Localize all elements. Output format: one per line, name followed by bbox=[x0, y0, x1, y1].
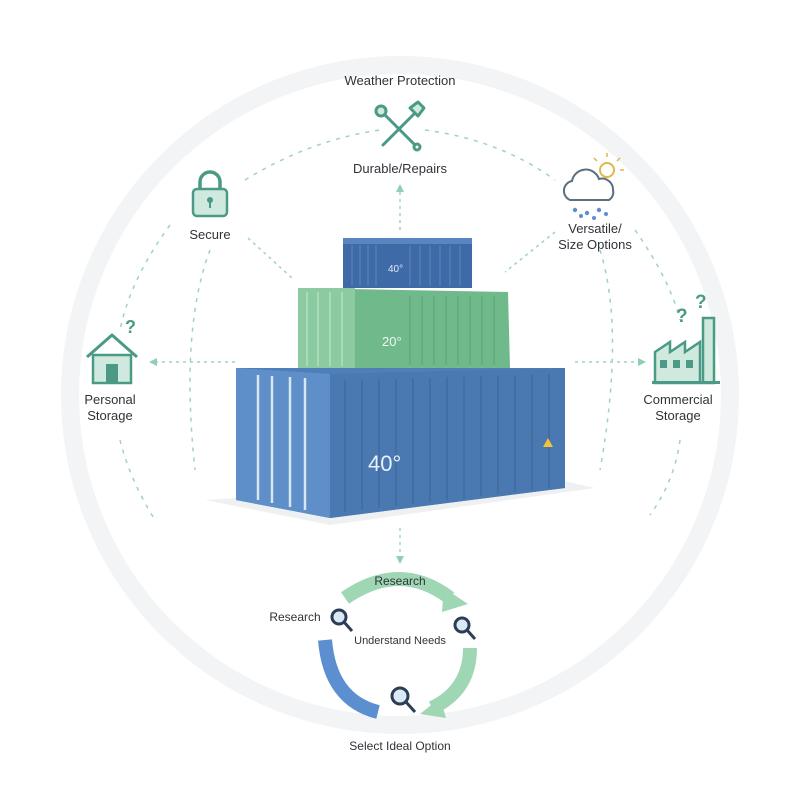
svg-text:?: ? bbox=[676, 306, 688, 327]
arc-secure-personal bbox=[119, 224, 171, 331]
factory-question-icon: ? ? bbox=[652, 292, 720, 385]
svg-text:?: ? bbox=[125, 317, 136, 337]
label-personal-storage: Personal Storage bbox=[70, 392, 150, 424]
background-ring bbox=[61, 56, 739, 734]
cycle-arrowhead-right bbox=[420, 698, 446, 718]
cycle-arrow-left bbox=[318, 639, 380, 719]
container-bottom bbox=[236, 368, 565, 518]
cycle-label-left: Research bbox=[269, 610, 321, 624]
container-top-label: 40° bbox=[388, 264, 404, 275]
dashed-arcs bbox=[119, 129, 681, 521]
container-bottom-label: 40° bbox=[368, 451, 402, 476]
arc-versatile-commercial bbox=[634, 229, 681, 321]
label-commercial-storage: Commercial Storage bbox=[632, 392, 724, 424]
magnifier-icon bbox=[453, 616, 477, 640]
cycle-arrow-right bbox=[428, 647, 477, 715]
container-middle bbox=[298, 288, 510, 370]
label-versatile: Versatile/ Size Options bbox=[540, 221, 650, 253]
magnifier-icon bbox=[390, 686, 417, 714]
label-versatile-line2: Size Options bbox=[558, 237, 632, 252]
arrow-up bbox=[396, 184, 404, 192]
arc-secure-top bbox=[244, 129, 381, 181]
label-durable-repairs: Durable/Repairs bbox=[353, 161, 447, 176]
container-top bbox=[343, 238, 472, 288]
svg-text:?: ? bbox=[695, 292, 707, 313]
arc-top-versatile bbox=[424, 129, 556, 181]
arc-personal-bottom bbox=[119, 439, 156, 521]
magnifier-icon bbox=[330, 608, 354, 632]
cloud-rain-sun-icon bbox=[562, 153, 624, 220]
cycle-arrows bbox=[318, 572, 477, 719]
label-secure: Secure bbox=[189, 227, 231, 242]
label-commercial-line1: Commercial bbox=[643, 392, 713, 407]
label-personal-line2: Storage bbox=[87, 408, 133, 423]
cycle-label-top: Research bbox=[374, 574, 426, 588]
cycle-arrowhead-top bbox=[442, 588, 468, 612]
inner-arc-left bbox=[189, 249, 211, 471]
container-middle-label: 20° bbox=[382, 334, 402, 349]
inner-arc-right bbox=[599, 249, 614, 471]
cycle-arrow-top bbox=[341, 572, 455, 604]
label-versatile-line1: Versatile/ bbox=[568, 221, 622, 236]
wrench-hammer-icon bbox=[374, 100, 426, 152]
dashed-connectors bbox=[155, 190, 640, 558]
connector-secure bbox=[247, 237, 293, 279]
cycle-label-bottom: Select Ideal Option bbox=[349, 739, 451, 753]
label-weather-protection: Weather Protection bbox=[344, 73, 456, 88]
arrow-down bbox=[396, 556, 404, 564]
arrow-left bbox=[149, 358, 157, 366]
label-personal-line1: Personal bbox=[84, 392, 136, 407]
house-question-icon: ? bbox=[86, 317, 138, 385]
cycle-label-center: Understand Needs bbox=[354, 635, 446, 647]
warning-icon bbox=[543, 438, 553, 447]
arrow-right bbox=[638, 358, 646, 366]
padlock-icon bbox=[191, 170, 229, 218]
arc-commercial-bottom bbox=[649, 439, 681, 516]
label-commercial-line2: Storage bbox=[655, 408, 701, 423]
arrow-heads bbox=[149, 184, 646, 564]
